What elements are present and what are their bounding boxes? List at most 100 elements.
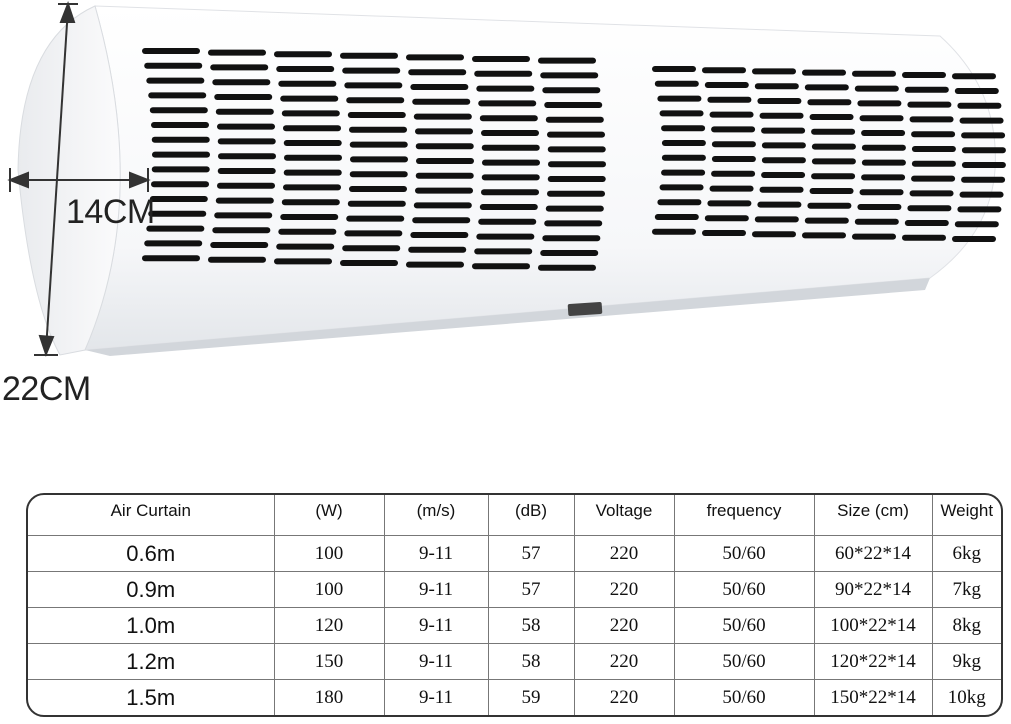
vent-slot	[412, 98, 471, 105]
vent-slot	[217, 182, 276, 189]
vent-slot	[478, 218, 537, 225]
vent-slot	[283, 169, 342, 176]
vent-slot	[210, 242, 269, 248]
vent-slot	[811, 128, 856, 135]
vent-slot	[961, 162, 1006, 168]
vent-slot	[854, 218, 899, 225]
vent-slot	[809, 188, 854, 194]
air-outlet	[85, 278, 930, 356]
cell-power: 120	[273, 607, 385, 645]
vent-slot	[959, 191, 1004, 198]
vent-slot	[278, 228, 337, 235]
depth-dimension-label: 14CM	[66, 193, 155, 231]
vent-slot	[413, 113, 472, 120]
vent-slot	[957, 206, 1002, 213]
vent-slot	[852, 233, 896, 240]
cell-voltage: 220	[573, 534, 675, 573]
cell-size: 90*22*14	[813, 571, 933, 609]
cell-weight: 9kg	[931, 643, 1001, 681]
unit-body	[84, 5, 996, 351]
cell-noise: 57	[487, 534, 575, 573]
cell-speed: 9-11	[383, 679, 489, 715]
vent-slot	[759, 112, 804, 119]
vent-slot	[344, 82, 403, 89]
vent-slot	[214, 212, 273, 219]
vent-slot	[954, 88, 999, 94]
vent-slot	[284, 154, 342, 161]
vent-slot	[654, 80, 699, 87]
vent-slot	[952, 236, 996, 242]
vent-slot	[406, 54, 464, 61]
vent-slot	[413, 202, 472, 209]
vent-slot	[481, 174, 540, 181]
vent-slot	[904, 220, 949, 226]
cell-speed: 9-11	[383, 571, 489, 609]
vent-slot	[476, 85, 535, 92]
vent-slot	[540, 250, 599, 256]
vent-slot	[957, 102, 1002, 109]
vent-slot	[807, 202, 852, 209]
vent-slot	[478, 100, 537, 107]
header-size: Size (cm)	[813, 495, 933, 536]
vent-slot	[911, 175, 956, 182]
vent-slot	[283, 125, 342, 132]
vent-slot	[711, 126, 756, 133]
vent-slot	[472, 56, 530, 62]
vent-slot	[861, 144, 906, 151]
vent-slot	[902, 234, 946, 241]
cell-model: 1.5m	[28, 679, 275, 715]
vent-slot	[149, 107, 208, 114]
vent-slot	[482, 159, 540, 166]
vent-slot	[702, 230, 746, 236]
vent-slot	[654, 214, 699, 220]
cell-noise: 58	[487, 607, 575, 645]
vent-slot	[283, 140, 342, 146]
vent-slot	[811, 143, 856, 150]
vent-slot	[711, 170, 756, 177]
vent-slot	[349, 126, 408, 133]
vent-slot	[340, 260, 398, 266]
vent-slot	[342, 67, 401, 74]
vent-slot	[911, 160, 956, 167]
cell-power: 180	[273, 679, 385, 715]
vent-slot	[707, 200, 752, 207]
vent-slot	[657, 95, 702, 102]
vent-slot	[472, 263, 530, 270]
cell-frequency: 50/60	[673, 643, 815, 681]
vent-grille-right	[652, 66, 1006, 242]
vent-slot	[538, 57, 596, 64]
cell-weight: 8kg	[931, 607, 1001, 645]
vent-slot	[280, 95, 339, 102]
vent-slot	[347, 112, 406, 118]
vent-slot	[709, 185, 754, 192]
vent-slot	[857, 100, 902, 107]
cell-frequency: 50/60	[673, 534, 815, 573]
vent-slot	[151, 181, 210, 188]
vent-slot	[711, 141, 756, 148]
vent-slot	[479, 115, 538, 122]
vent-slot	[142, 255, 200, 262]
vent-slot	[144, 62, 203, 69]
vent-slot	[406, 261, 464, 268]
height-dimension-label: 22CM	[2, 370, 91, 408]
vent-slot	[481, 189, 540, 196]
cell-power: 100	[273, 571, 385, 609]
cell-weight: 6kg	[931, 534, 1001, 573]
cell-size: 60*22*14	[813, 534, 933, 573]
vent-slot	[954, 221, 999, 228]
vent-slot	[215, 197, 274, 204]
vent-slot	[144, 240, 203, 247]
vent-slot	[859, 115, 904, 122]
vent-slot	[547, 176, 606, 182]
cell-speed: 9-11	[383, 643, 489, 681]
power-switch	[567, 301, 603, 317]
vent-slot	[904, 86, 949, 93]
vent-slot	[208, 256, 266, 263]
vent-slot	[278, 80, 337, 87]
vent-slot	[707, 96, 752, 103]
cell-model: 1.0m	[28, 607, 275, 645]
vent-slot	[961, 176, 1006, 183]
vent-slot	[802, 69, 846, 76]
